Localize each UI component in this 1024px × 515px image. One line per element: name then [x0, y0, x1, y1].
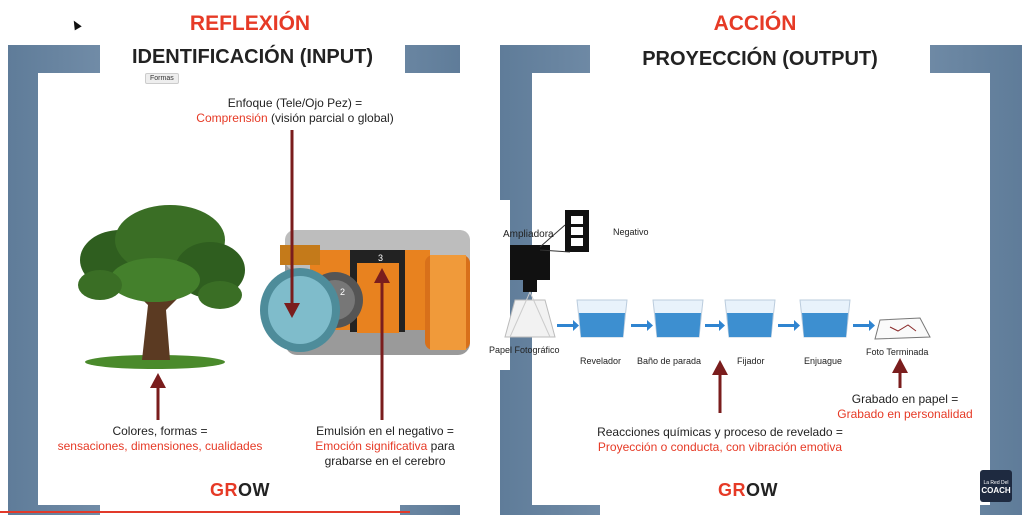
right-title: PROYECCIÓN (OUTPUT) [642, 48, 878, 70]
focus-caption: Enfoque (Tele/Ojo Pez) = Comprensión (vi… [175, 96, 415, 126]
reacciones-caption-line1: Reacciones químicas y proceso de revelad… [597, 425, 843, 439]
ampliadora-label: Ampliadora [503, 229, 554, 240]
right-frame-bottom-gap [600, 478, 980, 515]
bano-tray-icon [652, 299, 704, 338]
enjuague-tray-icon [799, 299, 851, 338]
left-title: IDENTIFICACIÓN (INPUT) [131, 46, 374, 68]
colors-caption-line1: Colores, formas = [112, 424, 208, 438]
coach-logo: La Red Del COACH [980, 470, 1012, 502]
right-grow: GROW [718, 480, 778, 501]
left-header: REFLEXIÓN [189, 12, 311, 35]
focus-caption-red: Comprensión [196, 111, 268, 125]
left-frame-top-gap [100, 45, 405, 73]
camera-icon: 3 2 [260, 230, 470, 355]
colors-caption-red: sensaciones, dimensiones, cualidades [57, 439, 263, 453]
fijador-label: Fijador [737, 356, 765, 366]
right-header: ACCIÓN [713, 12, 797, 35]
reacciones-caption: Reacciones químicas y proceso de revelad… [575, 425, 865, 455]
right-frame-top-gap [590, 45, 930, 73]
right-grow-red: GR [718, 480, 746, 500]
foto-label: Foto Terminada [866, 347, 929, 357]
coach-logo-line1: La Red Del [983, 480, 1009, 486]
formas-tooltip: Formas [145, 73, 179, 84]
focus-caption-line2: Comprensión (visión parcial o global) [175, 111, 415, 126]
revelador-tray-icon [576, 299, 628, 338]
negativo-label: Negativo [613, 227, 649, 237]
center-band [470, 200, 510, 370]
coach-logo-line2: COACH [981, 486, 1011, 495]
enjuague-label: Enjuague [804, 356, 843, 366]
fijador-tray-icon [724, 299, 776, 338]
grabado-caption: Grabado en papel = Grabado en personalid… [820, 392, 990, 422]
svg-text:3: 3 [378, 253, 383, 263]
emulsion-caption: Emulsión en el negativo = Emoción signif… [285, 424, 485, 469]
focus-caption-rest: (visión parcial o global) [267, 111, 394, 125]
left-grow-red: GR [210, 480, 238, 500]
papel-label: Papel Fotográfico [489, 345, 560, 355]
bano-label: Baño de parada [637, 356, 702, 366]
progress-line [0, 511, 410, 513]
left-frame-bottom-gap [100, 478, 400, 515]
svg-text:2: 2 [340, 287, 345, 297]
focus-caption-line1: Enfoque (Tele/Ojo Pez) = [227, 96, 363, 110]
right-frame-inner [532, 73, 990, 505]
emulsion-caption-line3: grabarse en el cerebro [324, 454, 446, 468]
left-grow: GROW [210, 480, 270, 501]
revelador-label: Revelador [580, 356, 622, 366]
left-grow-dark: OW [238, 480, 270, 500]
darkroom-process-diagram [504, 210, 931, 340]
emulsion-caption-red: Emoción significativa [315, 439, 428, 453]
emulsion-caption-rest: para [427, 439, 455, 453]
reacciones-caption-red: Proyección o conducta, con vibración emo… [597, 440, 843, 454]
emulsion-caption-line2: Emoción significativa para [285, 439, 485, 454]
colors-caption: Colores, formas = sensaciones, dimension… [30, 424, 290, 454]
grabado-caption-red: Grabado en personalidad [837, 407, 973, 421]
emulsion-caption-line1: Emulsión en el negativo = [316, 424, 454, 438]
grabado-caption-line1: Grabado en papel = [851, 392, 959, 406]
tree-icon [78, 205, 245, 369]
right-grow-dark: OW [746, 480, 778, 500]
